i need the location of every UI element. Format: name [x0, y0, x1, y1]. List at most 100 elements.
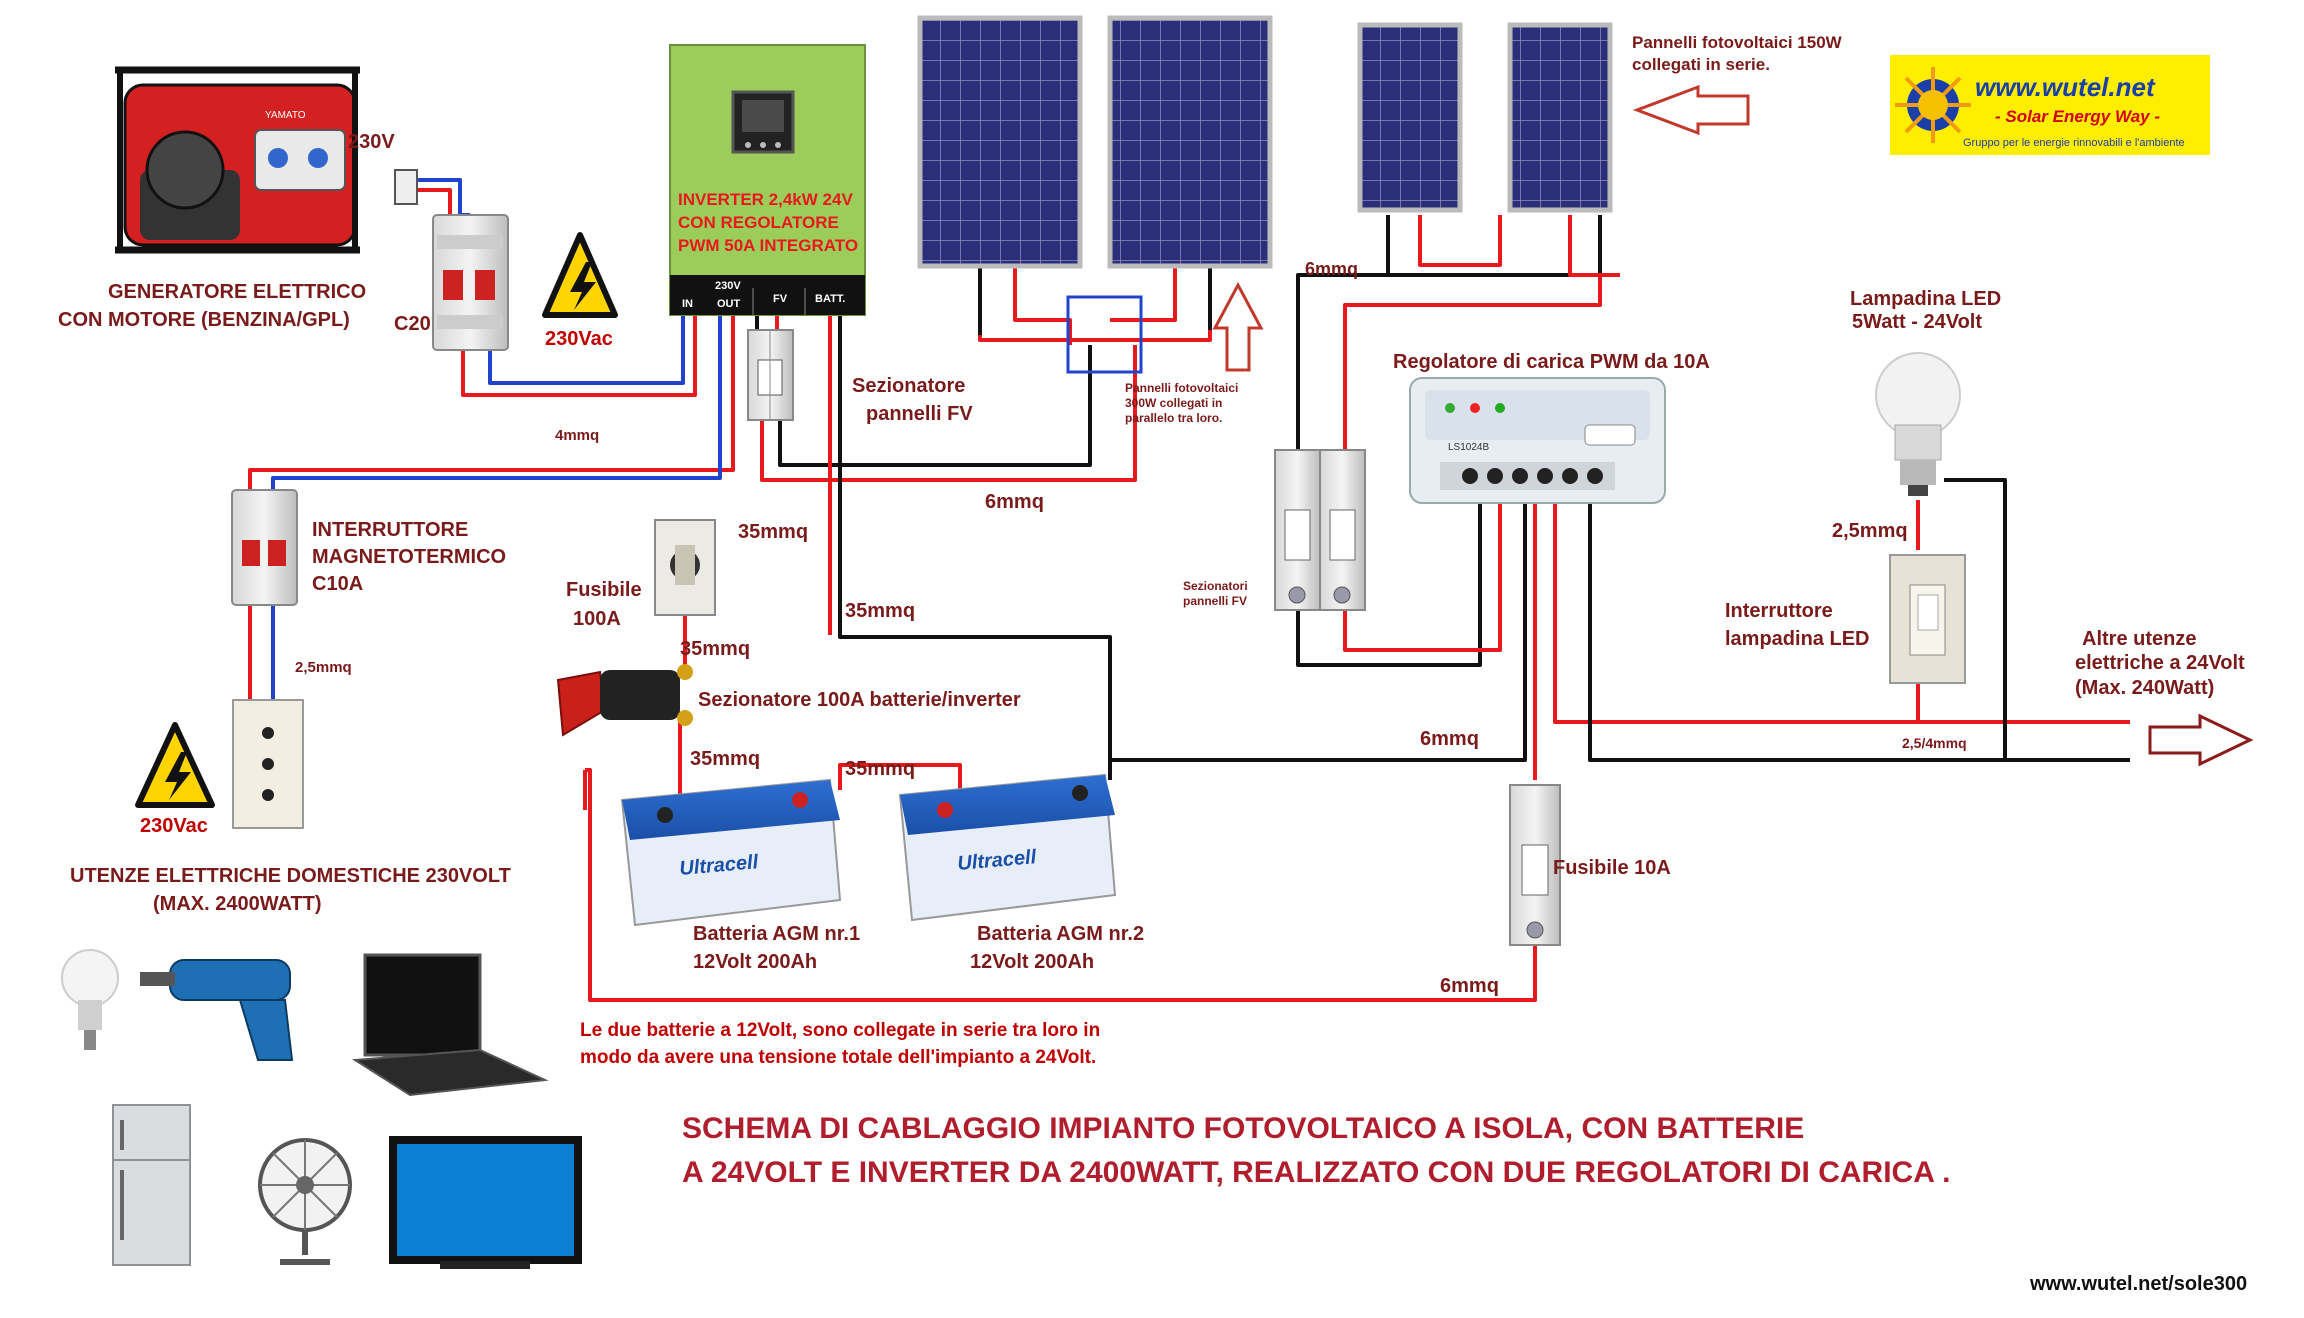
fuse-100a-label-2: 100A	[573, 608, 621, 630]
section-35mmq-b: 35mmq	[845, 600, 915, 622]
section-6mmq-inverter: 6mmq	[985, 491, 1044, 513]
section-35mmq-e: 35mmq	[845, 758, 915, 780]
breaker-label-1: INTERRUTTORE	[312, 519, 468, 541]
logo-tagline: Gruppo per le energie rinnovabili e l'am…	[1963, 137, 2185, 149]
series-note-2: collegati in serie.	[1632, 55, 1770, 74]
pv-panel	[1507, 22, 1613, 213]
voltage-230v: 230V	[348, 131, 395, 153]
pv-disconnector-label-1: Sezionatore	[852, 375, 965, 397]
fridge-icon	[112, 1104, 191, 1266]
section-2-5mmq-lamp: 2,5mmq	[1832, 520, 1908, 542]
socket-outlet	[232, 699, 304, 829]
pv-disconnector-label-2: pannelli FV	[866, 403, 973, 425]
junction-box	[1066, 295, 1143, 374]
section-6mmq-fuse: 6mmq	[1440, 975, 1499, 997]
section-35mmq-d: 35mmq	[690, 748, 760, 770]
series-note-1: Pannelli fotovoltaici 150W	[1632, 33, 1843, 52]
battery-2-label-1: Batteria AGM nr.2	[977, 923, 1144, 945]
parallel-note-2: 300W collegati in	[1125, 396, 1222, 410]
pv-disconnectors	[1274, 449, 1366, 611]
c10a-breaker	[231, 489, 298, 606]
inverter-in: IN	[682, 298, 693, 310]
labels: GENERATORE ELETTRICO CON MOTORE (BENZINA…	[58, 33, 2247, 1295]
breaker-label-3: C10A	[312, 573, 363, 595]
monitor-icon	[389, 1136, 582, 1269]
drill-icon	[140, 959, 294, 1061]
wires	[248, 178, 2130, 1002]
pv-disconnectors-label-1: Sezionatori	[1183, 579, 1248, 593]
battery-agm-2: Ultracell	[898, 773, 1117, 922]
warning-icon	[542, 232, 618, 318]
fuse-10a-label: Fusibile 10A	[1553, 857, 1671, 879]
warning-icon	[135, 722, 215, 808]
generator-label-1: GENERATORE ELETTRICO	[108, 281, 366, 303]
pv-disconnectors-label-2: pannelli FV	[1183, 594, 1247, 608]
inverter-230v: 230V	[715, 280, 741, 292]
footer-url: www.wutel.net/sole300	[2029, 1273, 2247, 1295]
fuse-10a	[1509, 784, 1561, 946]
other-loads-label-3: (Max. 240Watt)	[2075, 677, 2214, 699]
bulb-icon	[61, 949, 119, 1050]
generator-label-2: CON MOTORE (BENZINA/GPL)	[58, 309, 350, 331]
battery-note-2: modo da avere una tensione totale dell'i…	[580, 1047, 1096, 1068]
pwm-regulator: LS1024B	[1409, 377, 1666, 504]
battery-1-label-1: Batteria AGM nr.1	[693, 923, 860, 945]
battery-2-label-2: 12Volt 200Ah	[970, 951, 1094, 973]
pv-panel	[917, 15, 1083, 269]
diagram-title-2: A 24VOLT E INVERTER DA 2400WATT, REALIZZ…	[682, 1156, 1950, 1189]
c20-label: C20	[394, 313, 431, 335]
section-2-5mmq-socket: 2,5mmq	[295, 659, 352, 676]
inverter-fv: FV	[773, 293, 788, 305]
regulator-label: Regolatore di carica PWM da 10A	[1393, 351, 1710, 373]
section-35mmq-c: 35mmq	[680, 638, 750, 660]
section-35mmq-a: 35mmq	[738, 521, 808, 543]
pv-panel	[1107, 15, 1273, 269]
breaker-label-2: MAGNETOTERMICO	[312, 546, 506, 568]
led-switch-label-2: lampadina LED	[1725, 628, 1869, 650]
led-switch-label-1: Interruttore	[1725, 600, 1833, 622]
battery-1-label-2: 12Volt 200Ah	[693, 951, 817, 973]
fan-icon	[258, 1138, 352, 1265]
generator: YAMATO	[115, 66, 418, 254]
diagram-title-1: SCHEMA DI CABLAGGIO IMPIANTO FOTOVOLTAIC…	[682, 1112, 1804, 1145]
logo-site: www.wutel.net	[1975, 72, 2156, 102]
parallel-note-3: parallelo tra loro.	[1125, 411, 1222, 425]
generator-brand: YAMATO	[265, 110, 306, 121]
arrow-up-icon	[1212, 281, 1264, 372]
fuse-100a	[654, 519, 716, 616]
fuse-100a-label-1: Fusibile	[566, 579, 642, 601]
other-loads-label-1: Altre utenze	[2082, 628, 2196, 650]
section-4mmq: 4mmq	[555, 427, 599, 444]
inverter-label-2: CON REGOLATORE	[678, 213, 839, 232]
household-label-1: UTENZE ELETTRICHE DOMESTICHE 230VOLT	[70, 865, 511, 887]
inverter-label-3: PWM 50A INTEGRATO	[678, 236, 858, 255]
c20-breaker	[432, 214, 509, 351]
section-6mmq-battery: 6mmq	[1420, 728, 1479, 750]
household-label-2: (MAX. 2400WATT)	[153, 893, 322, 915]
inverter-batt: BATT.	[815, 293, 845, 305]
led-lamp-icon	[1875, 352, 1961, 496]
section-6mmq-panels: 6mmq	[1305, 259, 1358, 279]
inverter-out: OUT	[717, 298, 741, 310]
logo-slogan: - Solar Energy Way -	[1995, 107, 2160, 126]
led-lamp-label-1: Lampadina LED	[1850, 288, 2001, 310]
voltage-230vac-top: 230Vac	[545, 328, 613, 350]
inverter	[669, 44, 866, 316]
pv-panel	[1357, 22, 1463, 213]
section-2-5-4mmq: 2,5/4mmq	[1902, 735, 1967, 751]
regulator-model: LS1024B	[1448, 442, 1489, 453]
arrow-left-icon	[1632, 84, 1750, 136]
other-loads-label-2: elettriche a 24Volt	[2075, 652, 2245, 674]
battery-switch-100a	[556, 664, 693, 737]
voltage-230vac-bottom: 230Vac	[140, 815, 208, 837]
battery-agm-1: Ultracell	[620, 778, 842, 927]
laptop-icon	[351, 953, 549, 1097]
battery-switch-label: Sezionatore 100A batterie/inverter	[698, 689, 1021, 711]
parallel-note-1: Pannelli fotovoltaici	[1125, 381, 1238, 395]
pv-disconnector	[747, 329, 794, 421]
wutel-logo: www.wutel.net - Solar Energy Way - Grupp…	[1890, 55, 2210, 155]
led-switch	[1889, 554, 1966, 684]
led-lamp-label-2: 5Watt - 24Volt	[1852, 311, 1982, 333]
inverter-label-1: INVERTER 2,4kW 24V	[678, 190, 853, 209]
